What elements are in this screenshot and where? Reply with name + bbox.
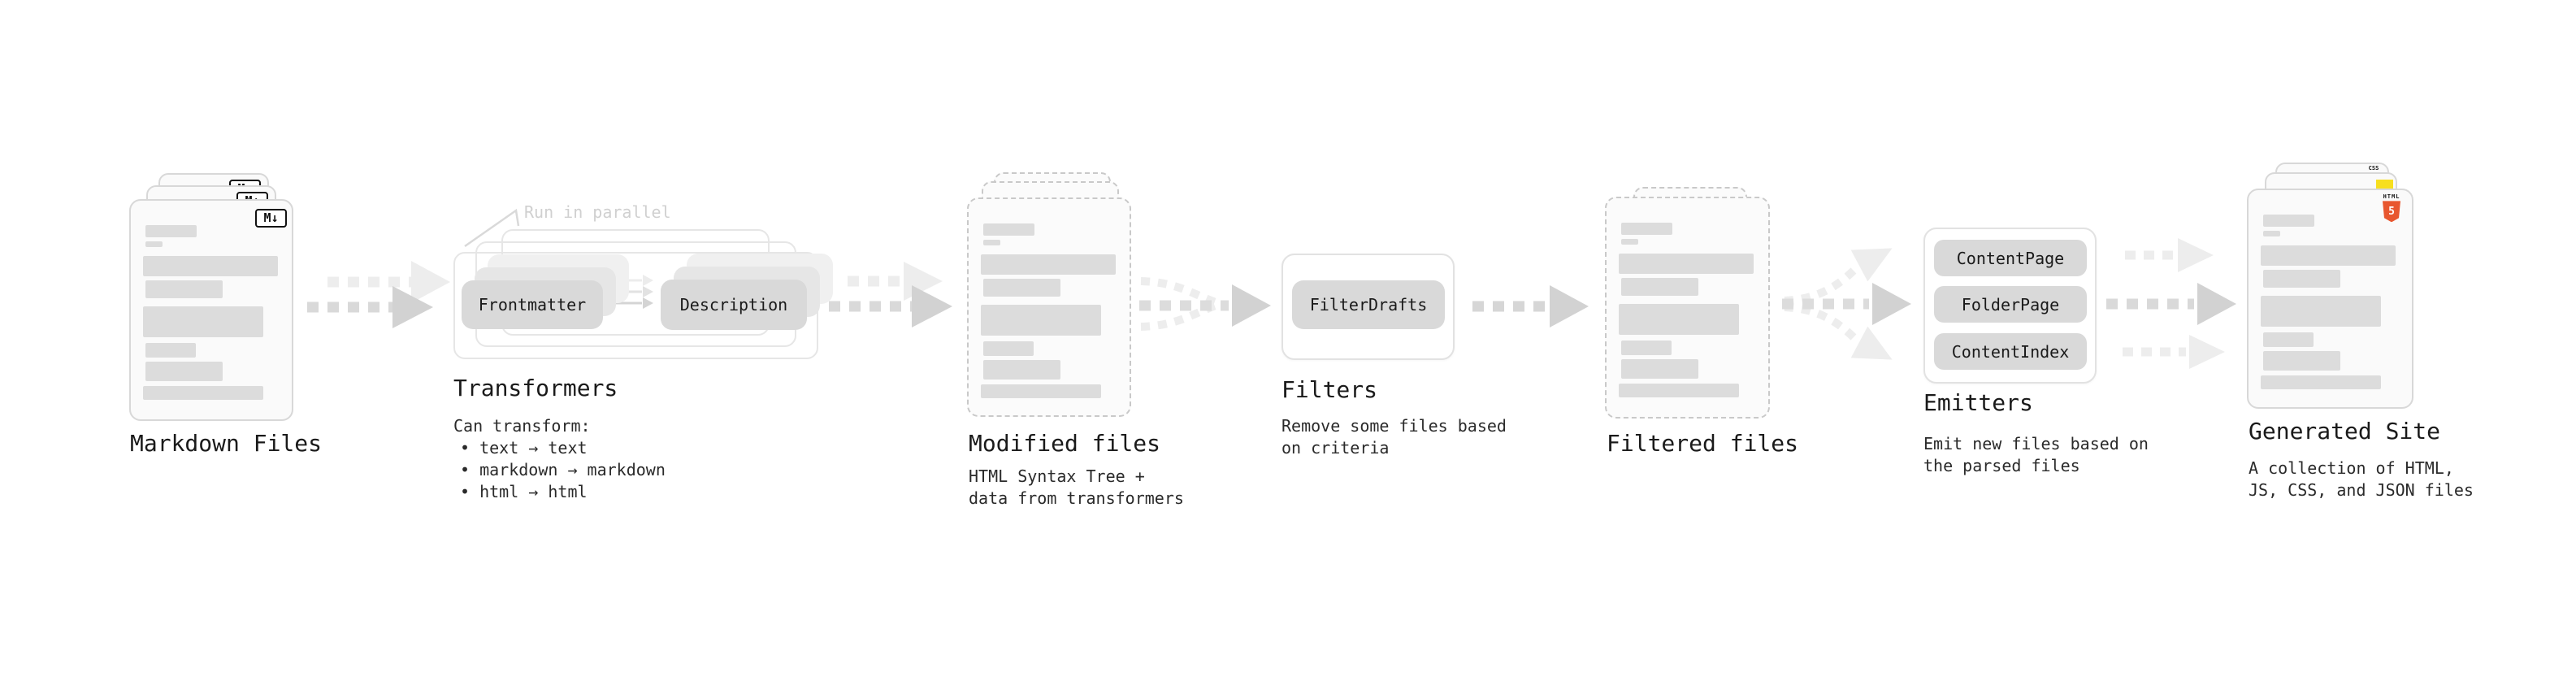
skeleton-line	[983, 341, 1034, 356]
skeleton-line	[145, 241, 163, 247]
stage-title-modified-files: Modified files	[969, 430, 1161, 457]
generated-site-description: JS, CSS, and JSON files	[2249, 480, 2474, 500]
file-card: M↓	[129, 199, 293, 421]
generated-site-description: A collection of HTML,	[2249, 458, 2454, 478]
skeleton-line	[143, 306, 263, 337]
html5-icon: HTML 5	[2379, 193, 2404, 223]
modified-files-description: data from transformers	[969, 488, 1184, 508]
stage-title-generated-site: Generated Site	[2249, 418, 2441, 445]
stage-title-emitters: Emitters	[1923, 389, 2033, 416]
transformers-bullet: • html → html	[460, 482, 588, 501]
stage-title-markdown-files: Markdown Files	[130, 430, 323, 457]
skeleton-line	[1621, 278, 1698, 296]
markdown-icon: M↓	[255, 209, 287, 228]
transformer-frontmatter-pill: Frontmatter	[462, 280, 603, 329]
arrow-transformers-to-modified	[829, 262, 952, 327]
skeleton-line	[1619, 254, 1754, 274]
skeleton-line	[145, 225, 197, 237]
arrow-filtered-to-emitters	[1782, 248, 1911, 360]
skeleton-line	[143, 256, 278, 276]
js-icon	[2376, 180, 2393, 190]
emitter-contentindex-pill: ContentIndex	[1934, 333, 2087, 370]
file-card: HTML 5	[2247, 189, 2413, 409]
skeleton-line	[2261, 245, 2396, 266]
stage-title-transformers: Transformers	[453, 375, 618, 401]
emitters-description: Emit new files based on	[1923, 434, 2149, 453]
skeleton-line	[981, 384, 1101, 398]
transformers-bullet: • text → text	[460, 438, 588, 458]
skeleton-line	[2263, 351, 2340, 371]
filters-panel: FilterDrafts	[1281, 254, 1455, 360]
arrow-filters-to-filtered	[1472, 285, 1589, 327]
html5-shield: 5	[2383, 201, 2400, 223]
modified-files-description: HTML Syntax Tree +	[969, 466, 1145, 486]
stage-title-filters: Filters	[1281, 376, 1378, 403]
skeleton-line	[1621, 340, 1672, 355]
stage-title-filtered-files: Filtered files	[1607, 430, 1799, 457]
skeleton-line	[2263, 215, 2314, 227]
skeleton-line	[981, 254, 1116, 275]
skeleton-text-lines	[1607, 198, 1768, 417]
emitter-contentpage-pill: ContentPage	[1934, 240, 2087, 276]
skeleton-line	[981, 305, 1101, 336]
filters-description: Remove some files based	[1281, 416, 1507, 436]
css-badge-label: CSS	[2368, 165, 2379, 171]
transformers-bullet: • markdown → markdown	[460, 460, 666, 479]
html5-badge-label: HTML	[2383, 193, 2400, 200]
file-card	[1605, 197, 1770, 419]
skeleton-line	[983, 223, 1034, 236]
skeleton-line	[983, 360, 1060, 380]
skeleton-line	[2261, 375, 2381, 389]
transformers-description-heading: Can transform:	[453, 416, 591, 436]
skeleton-line	[145, 362, 223, 381]
arrow-modified-to-filters	[1139, 277, 1271, 331]
skeleton-line	[2261, 296, 2381, 327]
skeleton-text-lines	[969, 199, 1130, 415]
arrow-emitters-to-site	[2106, 238, 2236, 369]
skeleton-line	[143, 386, 263, 400]
emitter-folderpage-pill: FolderPage	[1934, 286, 2087, 323]
arrow-markdown-to-transformers	[307, 261, 450, 328]
skeleton-line	[1619, 384, 1739, 397]
skeleton-line	[145, 343, 196, 358]
skeleton-line	[2263, 270, 2340, 288]
skeleton-line	[1619, 304, 1739, 335]
transformer-description-pill: Description	[661, 280, 807, 330]
skeleton-line	[983, 279, 1060, 297]
skeleton-line	[2263, 231, 2280, 236]
skeleton-text-lines	[131, 201, 292, 419]
filter-drafts-pill: FilterDrafts	[1292, 280, 1445, 329]
skeleton-line	[1621, 359, 1698, 379]
skeleton-line	[1621, 239, 1638, 245]
skeleton-line	[145, 280, 223, 298]
skeleton-line	[983, 240, 1000, 245]
run-in-parallel-annotation: Run in parallel	[524, 202, 671, 222]
skeleton-line	[1621, 223, 1672, 235]
emitters-panel: ContentPage FolderPage ContentIndex	[1923, 228, 2097, 384]
skeleton-line	[2263, 332, 2314, 347]
emitters-description: the parsed files	[1923, 456, 2080, 475]
skeleton-text-lines	[2249, 190, 2412, 407]
file-card	[967, 197, 1131, 417]
filters-description: on criteria	[1281, 438, 1390, 458]
